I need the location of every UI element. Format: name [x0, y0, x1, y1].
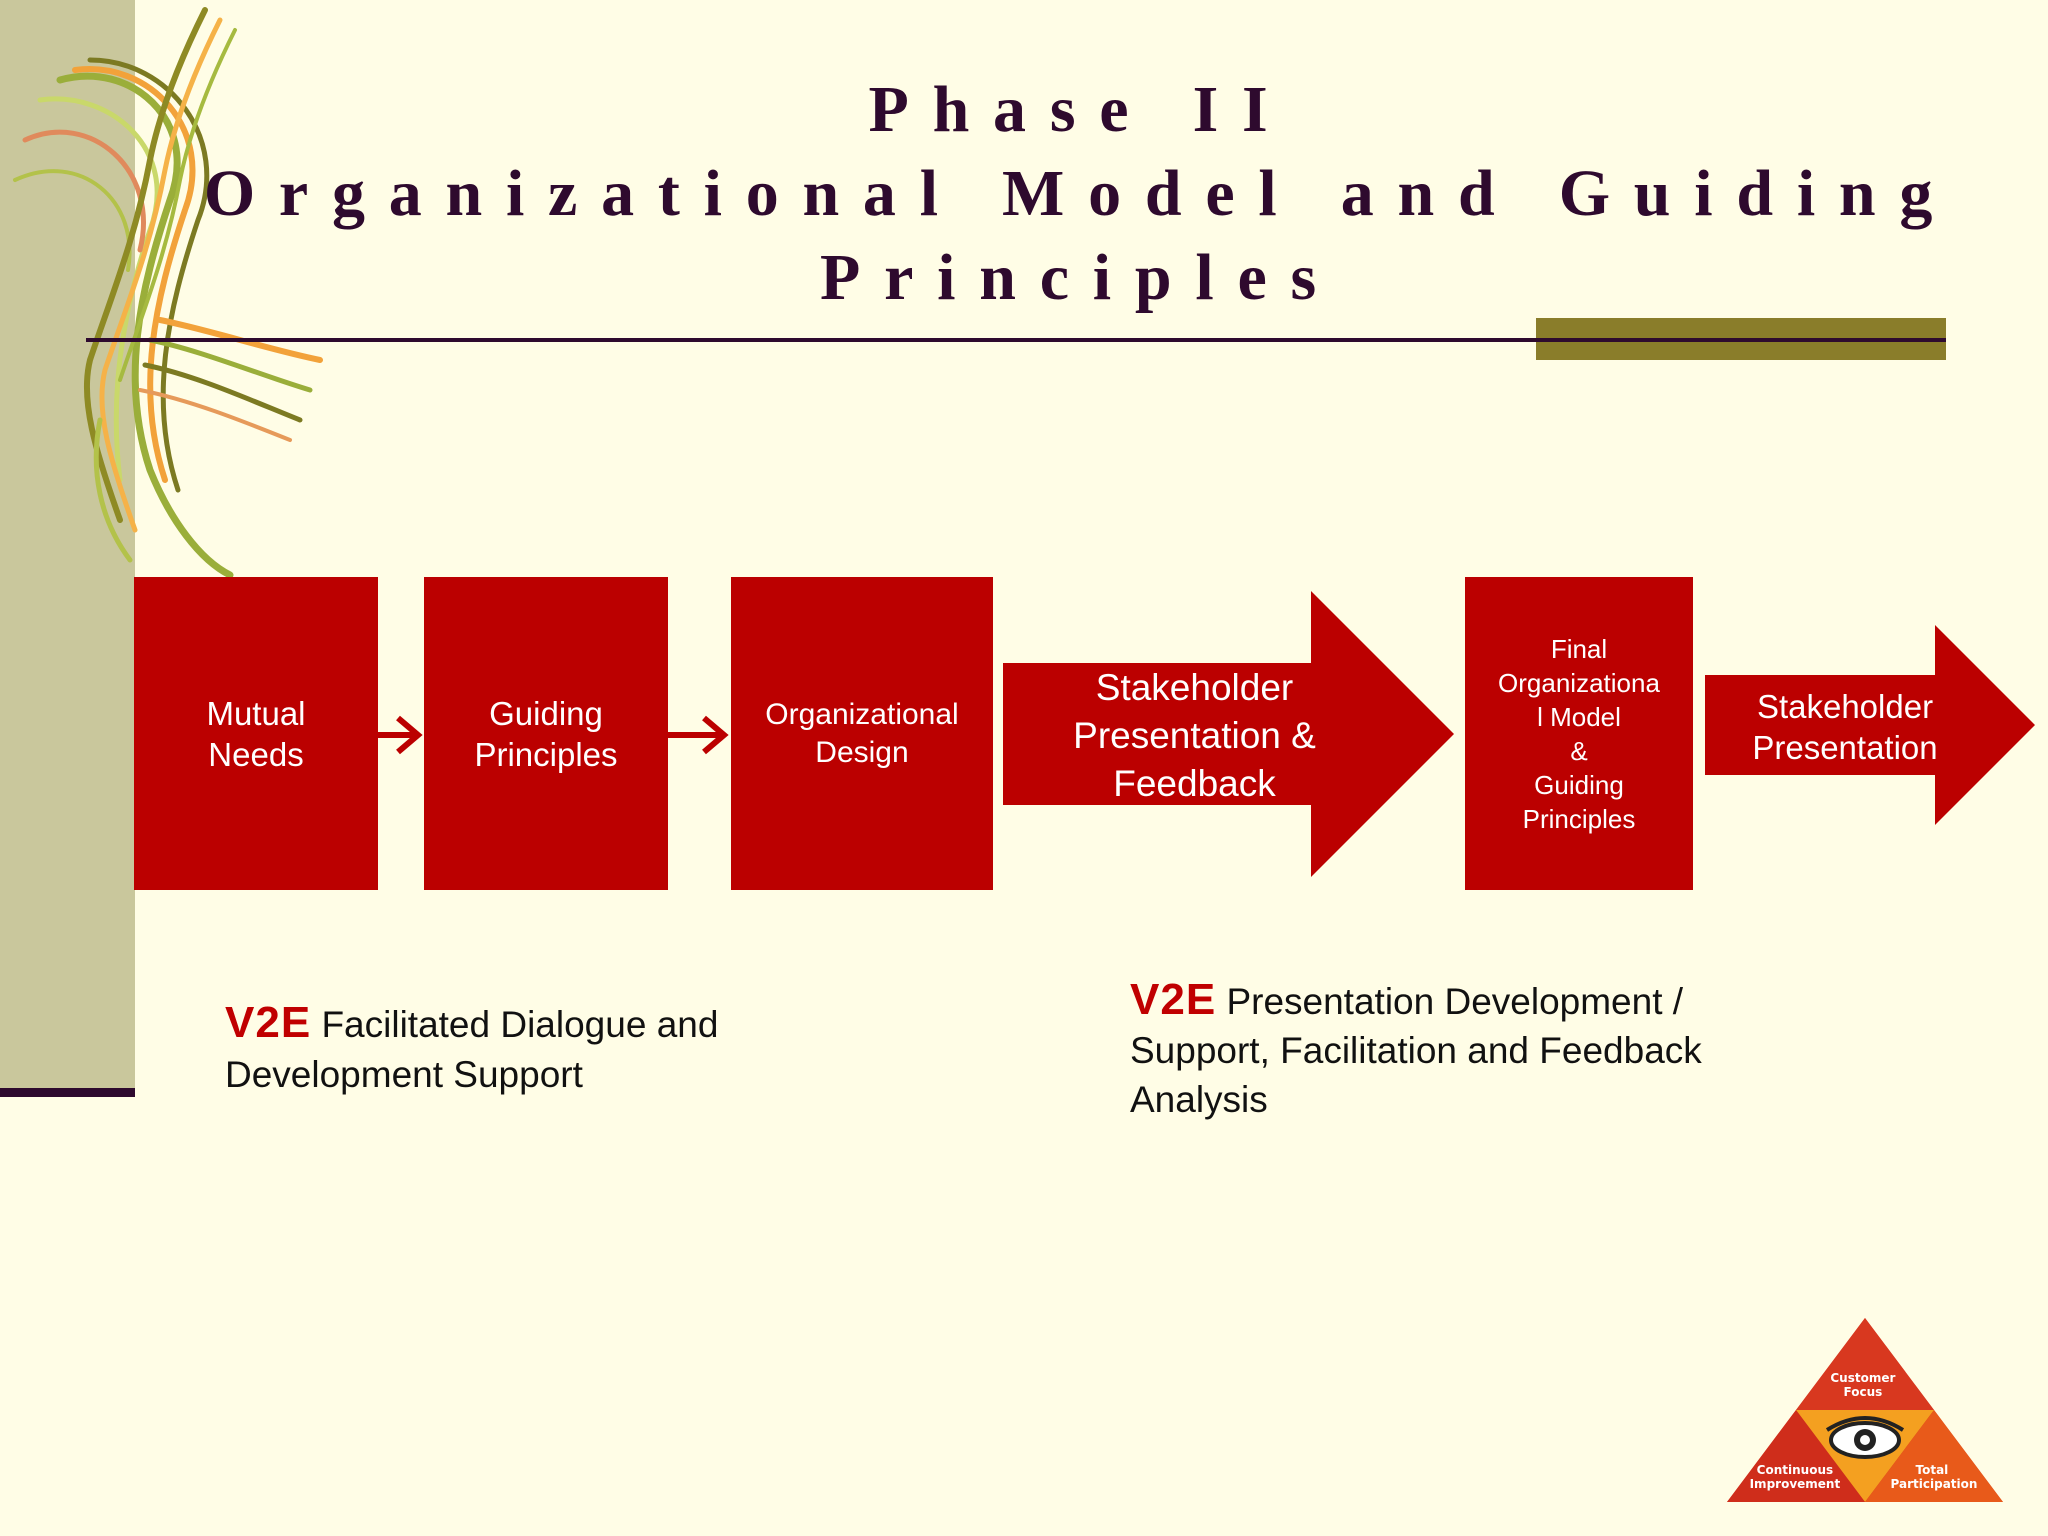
side-bar — [0, 0, 135, 1088]
logo-label-focus: Focus — [1844, 1385, 1883, 1399]
company-triangle-logo: Customer Focus Continuous Improvement To… — [1727, 1318, 2003, 1502]
step-stakeholder-feedback-label: Stakeholder Presentation & Feedback — [1073, 667, 1316, 804]
svg-text:Customer Focus Con: Customer Focus Continuous Improvement To… — [1750, 1371, 1978, 1491]
side-bar-base-line — [0, 1088, 135, 1097]
brand-v2e: V2E — [225, 998, 312, 1047]
brand-v2e: V2E — [1130, 975, 1217, 1024]
title-line-1: Phase II — [868, 73, 1292, 146]
chevron-right-icon — [668, 715, 729, 755]
step-final-model: Final Organizationa l Model & Guiding Pr… — [1465, 577, 1693, 890]
block-arrow-stakeholder-feedback — [1003, 591, 1454, 877]
eye-icon — [1825, 1416, 1905, 1459]
step-mutual-needs: Mutual Needs — [134, 577, 378, 890]
note-left-text: Facilitated Dialogue and Development Sup… — [225, 1004, 719, 1095]
note-right-text: Presentation Development / Support, Faci… — [1130, 981, 1702, 1120]
logo-label-total: Total — [1916, 1463, 1949, 1477]
step-guiding-principles: Guiding Principles — [424, 577, 668, 890]
slide-title: Phase II Organizational Model and Guidin… — [180, 68, 1980, 320]
note-facilitated-dialogue: V2E Facilitated Dialogue and Development… — [225, 998, 865, 1100]
title-accent-line — [1536, 338, 1946, 342]
step-organizational-design-label: Organizational Design — [765, 697, 959, 769]
note-presentation-development: V2E Presentation Development / Support, … — [1130, 975, 1910, 1124]
logo-label-continuous: Continuous — [1757, 1463, 1833, 1477]
step-organizational-design: Organizational Design — [731, 577, 993, 890]
logo-label-improvement: Improvement — [1750, 1477, 1841, 1491]
step-guiding-principles-label: Guiding Principles — [474, 694, 618, 773]
chevron-right-icon — [378, 715, 423, 755]
block-arrow-stakeholder-presentation — [1705, 625, 2035, 825]
step-stakeholder-presentation-label: Stakeholder Presentation — [1752, 688, 1938, 766]
title-divider-line — [86, 338, 1946, 342]
logo-label-participation: Participation — [1891, 1477, 1978, 1491]
title-line-3: Principles — [820, 241, 1340, 314]
title-line-2: Organizational Model and Guiding — [203, 157, 1957, 230]
step-mutual-needs-label: Mutual Needs — [206, 694, 306, 773]
logo-label-customer: Customer — [1830, 1371, 1895, 1385]
step-final-model-label: Final Organizationa l Model & Guiding Pr… — [1498, 633, 1660, 834]
